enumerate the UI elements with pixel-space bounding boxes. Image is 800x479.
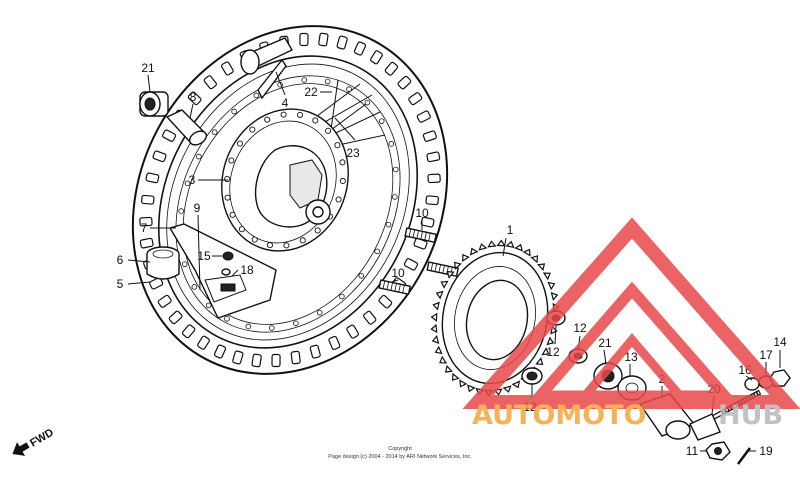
callout-19: 19 xyxy=(759,444,773,458)
adjuster-plate xyxy=(689,413,721,441)
callout-8: 8 xyxy=(190,90,197,104)
copyright-notice: Copyright Page design (c) 2004 - 2014 by… xyxy=(328,446,472,460)
dust-seal xyxy=(146,246,180,280)
cotter-pin-19 xyxy=(737,447,751,465)
callout-13: 13 xyxy=(624,350,638,364)
hub xyxy=(221,108,349,252)
callout-4: 4 xyxy=(282,96,289,110)
fwd-label: FWD xyxy=(28,427,56,450)
copyright-line-1: Copyright xyxy=(388,446,412,452)
callout-10-bottom: 10 xyxy=(391,266,405,280)
rim xyxy=(175,75,401,333)
callout-14: 14 xyxy=(773,335,787,349)
callout-9: 9 xyxy=(194,201,201,215)
watermark-text-orange: AUTOMOTO xyxy=(472,400,647,431)
callout-21-right: 21 xyxy=(598,336,612,350)
watermark-text-gray: HUB xyxy=(718,400,783,431)
callout-23: 23 xyxy=(346,146,360,160)
callout-11: 11 xyxy=(686,444,699,458)
watermark-logo: AUTOMOTO HUB xyxy=(462,217,800,431)
watermark-triangle-icon xyxy=(462,217,800,409)
callout-18: 18 xyxy=(240,263,254,277)
axle-nut-11 xyxy=(705,441,731,461)
callout-3: 3 xyxy=(189,173,196,187)
distance-collar xyxy=(165,109,208,146)
callout-6: 6 xyxy=(117,253,124,267)
callout-12-right: 12 xyxy=(573,321,587,335)
callout-10-top: 10 xyxy=(415,206,429,220)
arrow-left-icon xyxy=(12,442,30,456)
callout-15: 15 xyxy=(197,249,211,263)
callout-21-left: 21 xyxy=(141,61,155,75)
callout-1: 1 xyxy=(507,223,514,237)
bearing-left xyxy=(139,91,169,117)
copyright-line-2: Page design (c) 2004 - 2014 by ARI Netwo… xyxy=(328,454,472,460)
small-bolts xyxy=(220,251,236,292)
callout-12-middle: 12 xyxy=(546,345,560,359)
callout-7: 7 xyxy=(141,221,148,235)
callout-5: 5 xyxy=(117,277,124,291)
callout-17: 17 xyxy=(759,348,773,362)
forward-direction-arrow: FWD xyxy=(12,427,56,456)
rim-band xyxy=(240,37,293,100)
callout-22: 22 xyxy=(304,85,318,99)
